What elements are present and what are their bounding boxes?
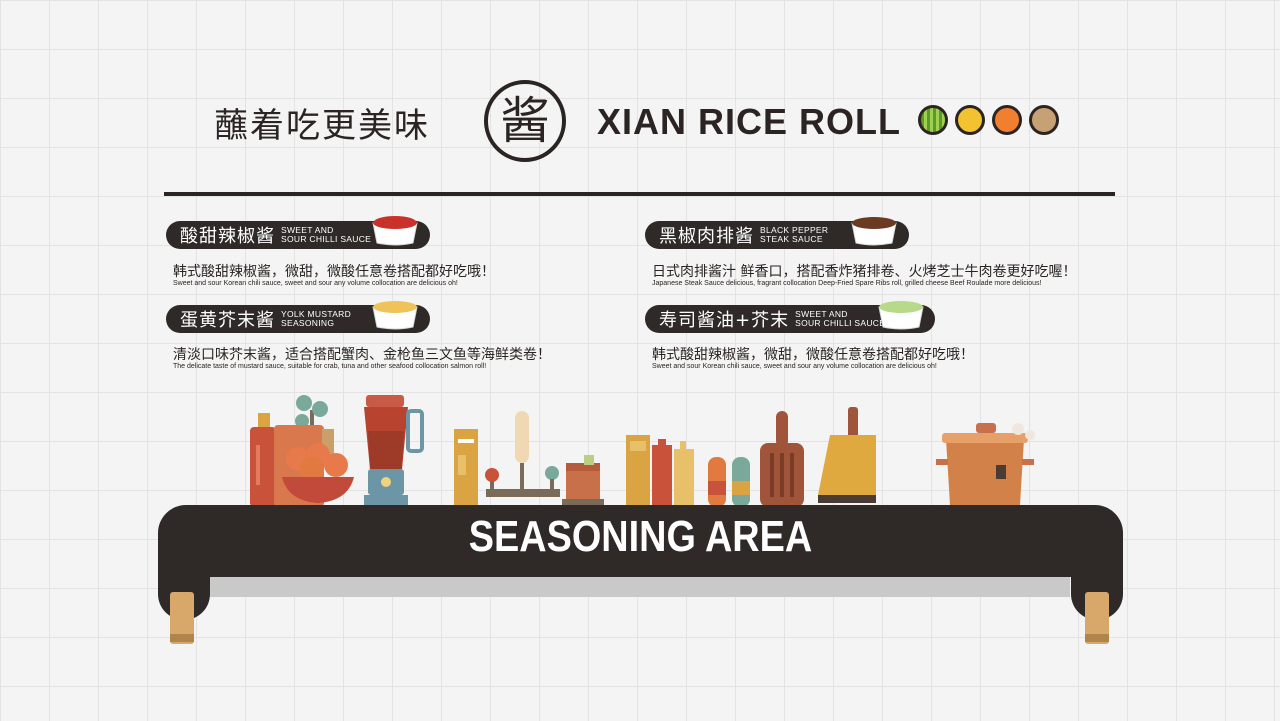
- condiment-bottles-icon: [626, 435, 750, 507]
- sauce-desc-cn: 日式肉排酱汁 鲜香口，搭配香炸猪排卷、火烤芝士牛肉卷更好吃喔！: [652, 264, 1077, 280]
- orange-roll-icon: [992, 105, 1022, 135]
- blender-icon: [364, 395, 424, 505]
- green-roll-icon: [918, 105, 948, 135]
- crate-icon: [562, 455, 604, 505]
- pot-icon: [936, 423, 1035, 505]
- sauce-desc-en: Sweet and sour Korean chili sauce, sweet…: [652, 363, 937, 370]
- bottle-icon: [250, 413, 276, 507]
- sauce-bowl-icon: [372, 216, 418, 246]
- brand-dots: [918, 105, 1059, 135]
- fruit-bowl-icon: [282, 443, 354, 503]
- sauce-name-cn: 黑椒肉排酱: [659, 226, 754, 247]
- slogan-cn: 蘸着吃更美味: [214, 106, 430, 146]
- seal-char: 酱: [500, 92, 550, 150]
- sauce-desc-cn: 清淡口味芥末酱，适合搭配蟹肉、金枪鱼三文鱼等海鲜类卷！: [173, 347, 551, 363]
- banner-shadow: [210, 577, 1070, 597]
- knife-block-icon: [818, 407, 876, 503]
- sauce-desc-en: Japanese Steak Sauce delicious, fragrant…: [652, 280, 1042, 287]
- sauce-name-cn: 蛋黄芥末酱: [180, 310, 275, 331]
- sauce-bowl-icon: [372, 301, 418, 330]
- cutting-board-icon: [760, 411, 804, 507]
- yellow-roll-icon: [955, 105, 985, 135]
- sauce-seal-logo: 酱: [484, 80, 566, 162]
- sauce-desc-cn: 韩式酸甜辣椒酱，微甜，微酸任意卷搭配都好吃哦！: [173, 264, 495, 280]
- sauce-name-cn: 酸甜辣椒酱: [180, 226, 275, 247]
- brand-title: XIAN RICE ROLL: [597, 101, 902, 142]
- spice-box-icon: [454, 429, 478, 507]
- sauce-bowl-icon: [851, 217, 897, 246]
- scroll-rod-left-cap: [170, 634, 194, 642]
- header-divider: [164, 192, 1115, 196]
- sauce-desc-cn: 韩式酸甜辣椒酱，微甜，微酸任意卷搭配都好吃哦！: [652, 347, 974, 363]
- seasoning-banner: [158, 505, 1123, 577]
- sauce-bowl-icon: [878, 301, 924, 330]
- kitchen-illustration: [250, 395, 1035, 507]
- banner-title: SEASONING AREA: [468, 512, 813, 561]
- sauce-desc-en: The delicate taste of mustard sauce, sui…: [173, 363, 487, 370]
- tan-roll-icon: [1029, 105, 1059, 135]
- sauce-name-cn: 寿司酱油+芥末: [659, 310, 790, 331]
- sauce-desc-en: Sweet and sour Korean chili sauce, sweet…: [173, 280, 458, 287]
- rolling-pin-icon: [485, 411, 560, 497]
- scroll-rod-right-cap: [1085, 634, 1109, 642]
